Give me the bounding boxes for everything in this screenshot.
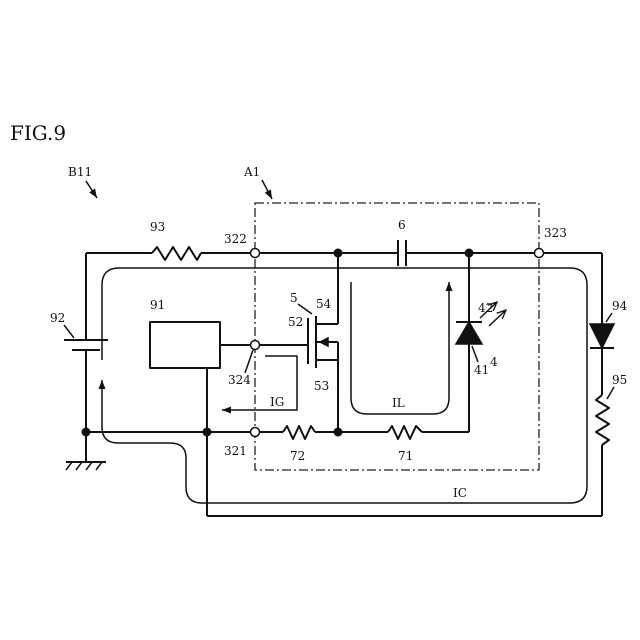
resistor-71 <box>388 426 422 439</box>
label-41: 41 <box>474 363 489 377</box>
label-ic: IC <box>453 486 467 500</box>
label-4: 4 <box>490 355 498 369</box>
system-pointer-arrow <box>86 181 97 198</box>
transistor-body-arrow <box>320 338 328 346</box>
label-ig: IG <box>270 395 284 409</box>
figure-title: FIG.9 <box>10 121 66 145</box>
resistor-93 <box>152 247 201 260</box>
system-label: B11 <box>68 165 92 179</box>
label-52: 52 <box>288 315 303 329</box>
controller-box-91 <box>150 322 220 368</box>
label-5: 5 <box>290 291 298 305</box>
label-93: 93 <box>150 220 165 234</box>
diode-94-triangle <box>590 324 614 348</box>
leader-95 <box>607 387 614 399</box>
ground-hatch <box>66 462 102 470</box>
label-324: 324 <box>228 373 251 387</box>
label-92: 92 <box>50 311 65 325</box>
label-95: 95 <box>612 373 627 387</box>
junction-node <box>82 428 91 437</box>
label-323: 323 <box>544 226 567 240</box>
label-321: 321 <box>224 444 247 458</box>
module-label: A1 <box>243 165 260 179</box>
terminal-321 <box>251 428 260 437</box>
current-il-loop <box>351 282 449 414</box>
label-71: 71 <box>398 449 413 463</box>
leader-41 <box>472 346 478 362</box>
junction-node <box>334 249 343 258</box>
label-il: IL <box>392 396 405 410</box>
label-6: 6 <box>398 218 406 232</box>
junction-node <box>465 249 474 258</box>
terminal-323 <box>535 249 544 258</box>
leader-5 <box>298 304 312 314</box>
current-ic-loop <box>102 268 587 503</box>
leader-94 <box>606 313 612 322</box>
leader-324 <box>245 350 253 373</box>
label-91: 91 <box>150 298 165 312</box>
label-94: 94 <box>612 299 628 313</box>
label-322: 322 <box>224 232 247 246</box>
junction-node <box>203 428 212 437</box>
junction-node <box>334 428 343 437</box>
module-pointer-arrow <box>262 180 272 199</box>
label-54: 54 <box>316 297 332 311</box>
terminal-322 <box>251 249 260 258</box>
resistor-72 <box>283 426 315 439</box>
terminal-324 <box>251 341 260 350</box>
label-72: 72 <box>290 449 305 463</box>
resistor-95 <box>596 395 609 445</box>
label-53: 53 <box>314 379 329 393</box>
label-42: 42 <box>478 301 493 315</box>
led-41-triangle <box>456 322 482 344</box>
leader-92 <box>64 325 74 338</box>
